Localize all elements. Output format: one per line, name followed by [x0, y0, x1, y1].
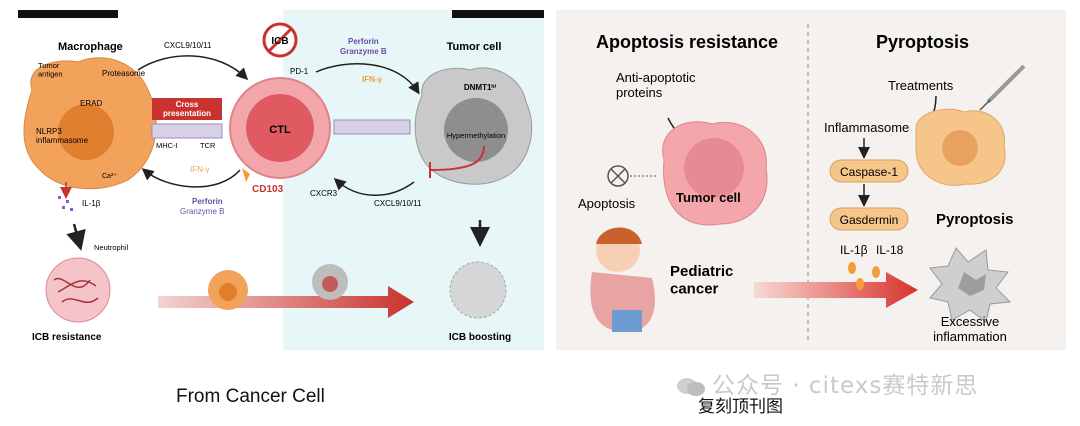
- watermark: 公众号 · citexs赛特新思: [676, 366, 978, 400]
- ctl-label: CTL: [269, 124, 291, 136]
- tumor-cell-right-nucleus: [684, 138, 744, 198]
- mhc-bridge-right: [333, 119, 411, 135]
- apoptosis-resistance-title: Apoptosis resistance: [596, 32, 778, 52]
- caspase-label: Caspase-1: [840, 165, 898, 179]
- cxcl-top-arrow: [137, 55, 249, 81]
- macrophage-label: Macrophage: [58, 41, 123, 53]
- mhc-tcr-bridge: [151, 123, 223, 139]
- il1b-right-label: IL-1β: [840, 243, 868, 257]
- pyroptosis-title: Pyroptosis: [876, 32, 969, 52]
- right-progression-arrow: [754, 272, 918, 308]
- dnmt-label: DNMT1ʰⁱ: [464, 83, 496, 92]
- granzyme-top-label: Granzyme B: [340, 47, 387, 56]
- ctl-nucleus: [246, 94, 314, 162]
- perforin-bottom-label: Perforin: [192, 197, 223, 206]
- right-figure-svg: Apoptosis resistance Pyroptosis Anti-apo…: [556, 10, 1066, 350]
- tumor-nucleus: [444, 98, 508, 162]
- mhc-label: MHC-I: [156, 141, 178, 150]
- treatments-label: Treatments: [888, 78, 954, 93]
- caption-right: 复刻顶刊图: [698, 397, 783, 416]
- neutrophil-label: Neutrophil: [94, 243, 129, 252]
- down-arrow-left: [66, 223, 86, 251]
- watermark-text: 公众号 · citexs赛特新思: [712, 373, 979, 399]
- ifn-bottom-label: IFN-γ: [190, 165, 210, 174]
- cxcl-top-left-label: CXCL9/10/11: [164, 41, 212, 50]
- cxcr3-label: CXCR3: [310, 189, 338, 198]
- tumor-cell-right-label: Tumor cell: [676, 190, 741, 205]
- syringe-icon: [979, 64, 1026, 111]
- icb-resistance-label: ICB resistance: [32, 332, 102, 343]
- perforin-top-label: Perforin: [348, 37, 379, 46]
- right-figure-panel: Apoptosis resistance Pyroptosis Anti-apo…: [556, 10, 1066, 350]
- caspase-pill: [829, 159, 909, 183]
- cxcl-bottom-right-label: CXCL9/10/11: [374, 199, 422, 208]
- caption-left: From Cancer Cell: [176, 386, 325, 407]
- hypermethylation-label: Hypermethylation: [447, 131, 505, 140]
- pyroptosis-label: Pyroptosis: [936, 211, 1014, 228]
- child-illustration: [590, 227, 655, 332]
- inhibition-line: [429, 145, 485, 171]
- tumor-cell-label: Tumor cell: [447, 41, 502, 53]
- gasdermin-pill: [829, 207, 909, 231]
- inflammasome-label: Inflammasome: [824, 120, 909, 135]
- header-bar-right: [452, 10, 544, 18]
- icb-boosting-label: ICB boosting: [449, 332, 511, 343]
- macrophage-nucleus: [58, 104, 114, 160]
- tcr-label: TCR: [200, 141, 216, 150]
- il18-label: IL-18: [876, 243, 904, 257]
- cd103-label: CD103: [252, 184, 284, 195]
- progression-arrow: [158, 286, 414, 318]
- cross-presentation-box: [152, 98, 222, 120]
- granzyme-bottom-label: Granzyme B: [180, 207, 224, 216]
- proteasome-label: Proteasome: [102, 69, 146, 78]
- il1b-dots: [58, 196, 73, 211]
- il1b-left-label: IL-1β: [82, 199, 101, 208]
- erad-label: ERAD: [80, 99, 102, 108]
- ca-label: Ca²⁺: [102, 172, 117, 180]
- tumor-debris: [449, 261, 507, 319]
- perforin-top-arrow: [315, 63, 420, 95]
- cytokine-drops: [848, 262, 880, 290]
- header-bar-left: [18, 10, 118, 18]
- apoptosis-label: Apoptosis: [578, 196, 636, 211]
- icb-label: ICB: [271, 36, 288, 47]
- wechat-icon: [677, 377, 705, 396]
- blocked-icon: [607, 165, 629, 187]
- neutrophil-cluster: [45, 257, 111, 323]
- pd1-label: PD-1: [290, 67, 309, 76]
- ifn-bottom-arrow: [141, 168, 241, 188]
- ifn-top-label: IFN-γ: [362, 75, 383, 84]
- cxcl-bottom-arrow: [333, 177, 415, 196]
- gasdermin-label: Gasdermin: [840, 213, 899, 227]
